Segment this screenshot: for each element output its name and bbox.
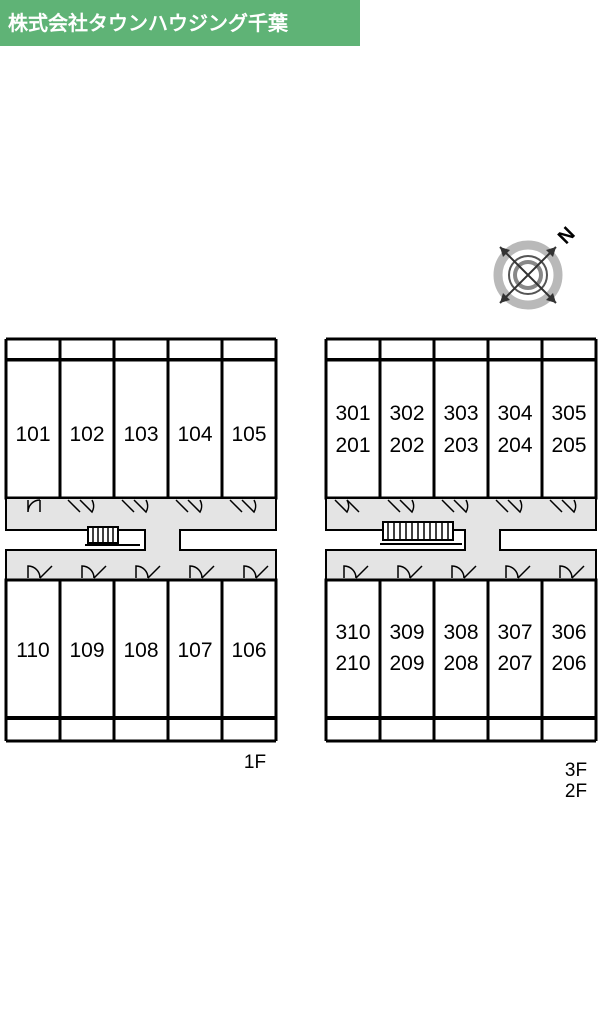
north-compass-icon: N — [493, 223, 580, 310]
unit-309: 309 — [389, 621, 424, 644]
company-name: 株式会社タウンハウジング千葉 — [8, 11, 288, 35]
north-label: N — [554, 223, 580, 249]
stairs-icon — [85, 526, 140, 546]
unit-110: 110 — [16, 639, 49, 662]
unit-101: 101 — [15, 423, 50, 446]
unit-310: 310 — [335, 621, 370, 644]
unit-305: 305 — [551, 402, 586, 425]
unit-205: 205 — [551, 434, 586, 457]
building-right: 301 302 303 304 305 201 202 203 204 205 … — [324, 337, 598, 802]
unit-303: 303 — [443, 402, 478, 425]
unit-208: 208 — [443, 652, 478, 675]
floor-label-1f: 1F — [244, 752, 266, 773]
unit-204: 204 — [497, 434, 532, 457]
unit-108: 108 — [123, 639, 158, 662]
unit-209: 209 — [389, 652, 424, 675]
unit-210: 210 — [335, 652, 370, 675]
unit-107: 107 — [177, 639, 212, 662]
unit-301: 301 — [335, 402, 370, 425]
unit-103: 103 — [123, 423, 158, 446]
unit-202: 202 — [389, 434, 424, 457]
floor-label-2f: 2F — [565, 781, 587, 802]
floor-label-3f: 3F — [565, 760, 587, 781]
unit-304: 304 — [497, 402, 532, 425]
company-banner: 株式会社タウンハウジング千葉 — [0, 0, 360, 46]
unit-102: 102 — [69, 423, 104, 446]
unit-105: 105 — [231, 423, 266, 446]
unit-109: 109 — [69, 639, 104, 662]
unit-106: 106 — [231, 639, 266, 662]
unit-201: 201 — [335, 434, 370, 457]
unit-308: 308 — [443, 621, 478, 644]
stairs-icon — [380, 521, 462, 545]
unit-302: 302 — [389, 402, 424, 425]
unit-307: 307 — [497, 621, 532, 644]
unit-104: 104 — [177, 423, 212, 446]
unit-206: 206 — [551, 652, 586, 675]
unit-203: 203 — [443, 434, 478, 457]
unit-207: 207 — [497, 652, 532, 675]
unit-306: 306 — [551, 621, 586, 644]
building-left: 101 102 103 104 105 110 109 108 107 106 … — [4, 337, 278, 773]
